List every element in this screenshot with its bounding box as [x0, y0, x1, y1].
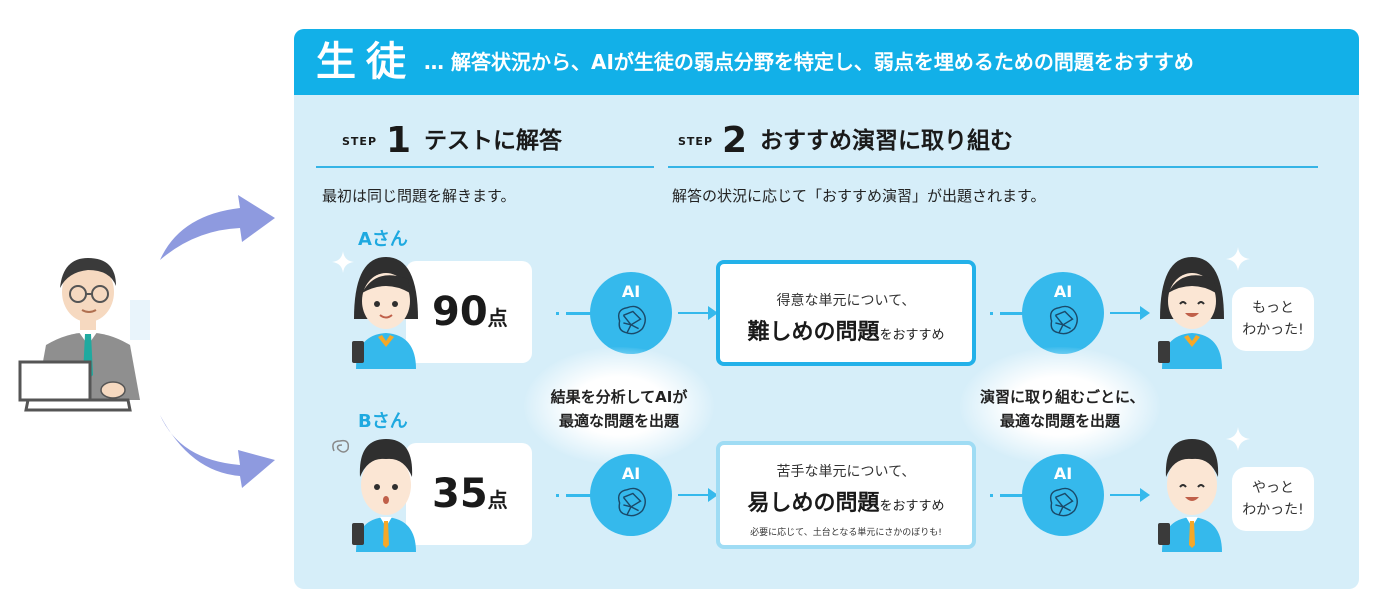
arrow-to-student-a — [160, 195, 275, 260]
student-b-score-box — [406, 443, 532, 545]
student-b-speech-bubble: やっと わかった! — [1232, 467, 1314, 531]
ai-label: AI — [621, 464, 641, 483]
arrow-right-icon — [678, 306, 718, 320]
student-a-recommendation-box: 得意な単元について、 難しめの問題をおすすめ — [716, 260, 976, 366]
dot — [990, 494, 993, 497]
connector-line — [566, 312, 592, 315]
step2-title: おすすめ演習に取り組む — [760, 128, 1013, 154]
step2-label: STEP — [678, 135, 714, 148]
bubble-line1: やっと — [1252, 480, 1294, 496]
student-b-avatar — [352, 439, 416, 552]
step1-underline — [316, 166, 654, 168]
recommendation-line2: 易しめの問題をおすすめ — [720, 485, 972, 517]
arrow-right-icon — [1110, 488, 1150, 502]
ai-label: AI — [1053, 464, 1073, 483]
step1-number: 1 — [386, 120, 412, 161]
student-a-ai-circle: AI — [590, 272, 672, 354]
connector-line — [1000, 494, 1024, 497]
brain-network-icon — [1049, 305, 1078, 335]
recommendation-emphasis: 易しめの問題 — [747, 491, 880, 516]
student-a-speech-bubble: もっと わかった! — [1232, 287, 1314, 351]
recommendation-tail: をおすすめ — [879, 499, 945, 514]
sparkle-icon — [1226, 247, 1250, 271]
student-b-ai-circle-2: AI — [1022, 454, 1104, 536]
student-a-name: Aさん — [358, 229, 408, 250]
ai-label: AI — [621, 282, 641, 301]
recommendation-tail: をおすすめ — [879, 328, 945, 343]
student-b-score-value: 35 — [432, 471, 488, 517]
recommendation-line1: 苦手な単元について、 — [776, 464, 916, 480]
header-subtitle: … 解答状況から、AIが生徒の弱点分野を特定し、弱点を埋めるための問題をおすすめ — [424, 50, 1194, 74]
bubble-line1: もっと — [1252, 300, 1294, 316]
student-panel: 生徒 … 解答状況から、AIが生徒の弱点分野を特定し、弱点を埋めるための問題をお… — [294, 29, 1359, 589]
recommendation-line1: 得意な単元について、 — [776, 293, 916, 309]
header-title: 生徒 — [316, 39, 416, 85]
middle-left-line1: 結果を分析してAIが — [550, 388, 688, 406]
student-b-recommendation-box: 苦手な単元について、 易しめの問題をおすすめ 必要に応じて、土台となる単元にさか… — [716, 441, 976, 549]
sparkle-icon — [332, 251, 354, 273]
middle-right-line2: 最適な問題を出題 — [999, 412, 1120, 430]
teacher-illustration — [18, 258, 150, 412]
arrow-to-student-b — [160, 415, 275, 488]
student-b-name: Bさん — [358, 411, 408, 432]
student-b-score: 35点 — [432, 469, 508, 525]
step2-number: 2 — [722, 120, 748, 161]
brain-network-icon — [617, 305, 646, 335]
student-b-ai-circle: AI — [590, 454, 672, 536]
dot — [990, 312, 993, 315]
step1-description: 最初は同じ問題を解きます。 — [322, 187, 516, 205]
middle-right-text: 演習に取り組むごとに、 最適な問題を出題 — [980, 385, 1145, 433]
student-a-score-box — [406, 261, 532, 363]
student-a-score-unit: 点 — [487, 306, 508, 330]
student-a-avatar — [352, 257, 418, 369]
step1-label: STEP — [342, 135, 378, 148]
student-a-score: 90点 — [432, 287, 508, 343]
connector-line — [566, 494, 592, 497]
middle-right-line1: 演習に取り組むごとに、 — [980, 388, 1145, 406]
confused-scribble-icon — [332, 439, 350, 453]
recommendation-emphasis: 難しめの問題 — [747, 320, 880, 345]
recommendation-note: 必要に応じて、土台となる単元にさかのぼりも! — [750, 528, 942, 538]
student-a-happy-avatar — [1158, 257, 1224, 369]
student-a-ai-circle-2: AI — [1022, 272, 1104, 354]
step2-underline — [668, 166, 1318, 168]
recommendation-line2: 難しめの問題をおすすめ — [720, 314, 972, 346]
arrow-right-icon — [678, 488, 718, 502]
dot — [556, 494, 559, 497]
sparkle-icon — [1226, 427, 1250, 451]
student-b-score-unit: 点 — [487, 488, 508, 512]
glow — [524, 347, 714, 465]
panel-header: 生徒 … 解答状況から、AIが生徒の弱点分野を特定し、弱点を埋めるための問題をお… — [294, 29, 1359, 95]
middle-left-text: 結果を分析してAIが 最適な問題を出題 — [544, 385, 694, 433]
connector-line — [1000, 312, 1024, 315]
step2-description: 解答の状況に応じて「おすすめ演習」が出題されます。 — [672, 187, 1046, 205]
brain-network-icon — [617, 487, 646, 517]
brain-network-icon — [1049, 487, 1078, 517]
arrow-right-icon — [1110, 306, 1150, 320]
student-a-score-value: 90 — [432, 289, 488, 335]
student-b-happy-avatar — [1158, 439, 1222, 552]
bubble-line2: わかった! — [1242, 502, 1304, 518]
bubble-line2: わかった! — [1242, 322, 1304, 338]
glow — [960, 347, 1160, 465]
step1-title: テストに解答 — [424, 128, 562, 154]
dot — [556, 312, 559, 315]
middle-left-line2: 最適な問題を出題 — [558, 412, 679, 430]
ai-label: AI — [1053, 282, 1073, 301]
